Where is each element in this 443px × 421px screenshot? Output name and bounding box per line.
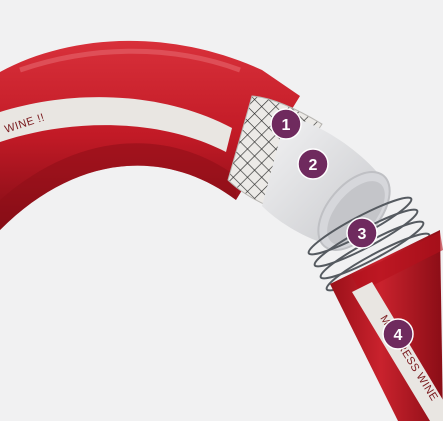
callout-3-label: 3 — [358, 226, 367, 243]
callout-4: 4 — [383, 319, 413, 349]
callout-2: 2 — [298, 149, 328, 179]
callout-1: 1 — [271, 109, 301, 139]
callout-3: 3 — [347, 218, 377, 248]
callout-1-label: 1 — [282, 117, 291, 134]
callout-2-label: 2 — [309, 157, 318, 174]
callout-4-label: 4 — [394, 327, 403, 344]
